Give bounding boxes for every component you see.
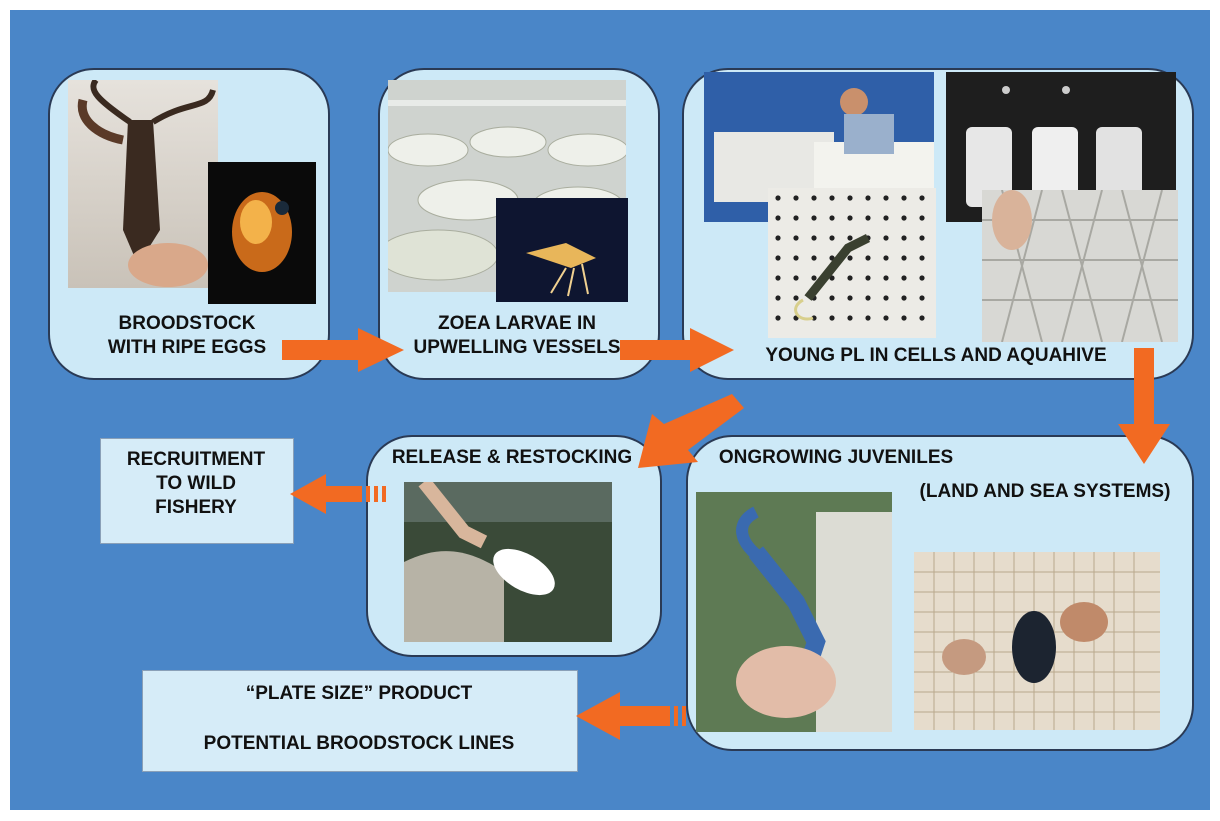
pegboard-hole [811, 235, 816, 240]
pegboard-hole [865, 275, 870, 280]
pegboard-hole [901, 295, 906, 300]
pegboard-hole [793, 295, 798, 300]
juvenile-lobster-hand-photo [696, 492, 892, 732]
pegboard-hole [901, 275, 906, 280]
pegboard-hole [847, 235, 852, 240]
pegboard-hole [811, 195, 816, 200]
pegboard-hole [883, 255, 888, 260]
pegboard-hole [775, 275, 780, 280]
pegboard-hole [775, 295, 780, 300]
berried-lobster-photo [68, 80, 218, 288]
pegboard-hole [883, 235, 888, 240]
pegboard-hole [847, 195, 852, 200]
pegboard-hole [829, 235, 834, 240]
pegboard-hole [883, 195, 888, 200]
zoea-larva-photo [496, 198, 628, 302]
recruitment-label: RECRUITMENT TO WILD FISHERY [100, 448, 292, 520]
pegboard-hole [901, 315, 906, 320]
pegboard-hole [793, 215, 798, 220]
ongrowing-label-2: (LAND AND SEA SYSTEMS) [910, 480, 1180, 504]
release-hand-photo [404, 482, 612, 642]
pegboard-hole [919, 255, 924, 260]
aquahive-cells-photo [982, 190, 1178, 342]
pegboard-hole [793, 195, 798, 200]
pegboard-hole [775, 235, 780, 240]
pegboard-hole [883, 295, 888, 300]
pegboard-hole [865, 315, 870, 320]
pegboard-hole [829, 215, 834, 220]
pegboard-hole [883, 215, 888, 220]
pegboard-hole [901, 215, 906, 220]
pegboard-hole [775, 215, 780, 220]
pegboard-hole [847, 275, 852, 280]
ongrowing-label-1: ONGROWING JUVENILES [686, 446, 986, 470]
pegboard-hole [793, 235, 798, 240]
pegboard-hole [847, 295, 852, 300]
pegboard-hole [865, 195, 870, 200]
pegboard-hole [775, 315, 780, 320]
pegboard-hole [901, 255, 906, 260]
pegboard-hole [919, 315, 924, 320]
pegboard-hole [865, 295, 870, 300]
pegboard-hole [919, 235, 924, 240]
pegboard-hole [919, 295, 924, 300]
pegboard-hole [829, 195, 834, 200]
pegboard-hole [865, 215, 870, 220]
pegboard-hole [919, 215, 924, 220]
release-label: RELEASE & RESTOCKING [366, 446, 658, 470]
pegboard-hole [847, 315, 852, 320]
pegboard-hole [811, 255, 816, 260]
pegboard-hole [883, 315, 888, 320]
pegboard-hole [811, 215, 816, 220]
diagram-canvas: BROODSTOCK WITH RIPE EGGS ZOEA LARVAE IN… [10, 10, 1210, 810]
pegboard-hole [847, 215, 852, 220]
broodstock-label: BROODSTOCK WITH RIPE EGGS [58, 312, 316, 360]
pegboard-hole [865, 255, 870, 260]
pegboard-hole [901, 195, 906, 200]
pegboard-hole [811, 275, 816, 280]
pegboard-hole [829, 315, 834, 320]
pegboard-hole [775, 195, 780, 200]
pegboard-hole [919, 275, 924, 280]
zoea-label: ZOEA LARVAE IN UPWELLING VESSELS [388, 312, 646, 360]
plate-size-label-2: POTENTIAL BROODSTOCK LINES [142, 732, 576, 756]
pegboard-hole [919, 195, 924, 200]
young-pl-label: YOUNG PL IN CELLS AND AQUAHIVE [732, 344, 1140, 368]
pegboard-hole [829, 295, 834, 300]
plate-size-label-1: “PLATE SIZE” PRODUCT [142, 682, 576, 706]
pegboard-hole [847, 255, 852, 260]
juvenile-in-basket-photo [914, 552, 1160, 730]
pegboard-hole [901, 235, 906, 240]
pegboard-hole [883, 275, 888, 280]
pegboard-hole [793, 275, 798, 280]
pegboard-hole [793, 255, 798, 260]
pegboard-hole [775, 255, 780, 260]
pl-cell-tray-photo [768, 188, 936, 338]
lobster-egg-photo [208, 162, 316, 304]
